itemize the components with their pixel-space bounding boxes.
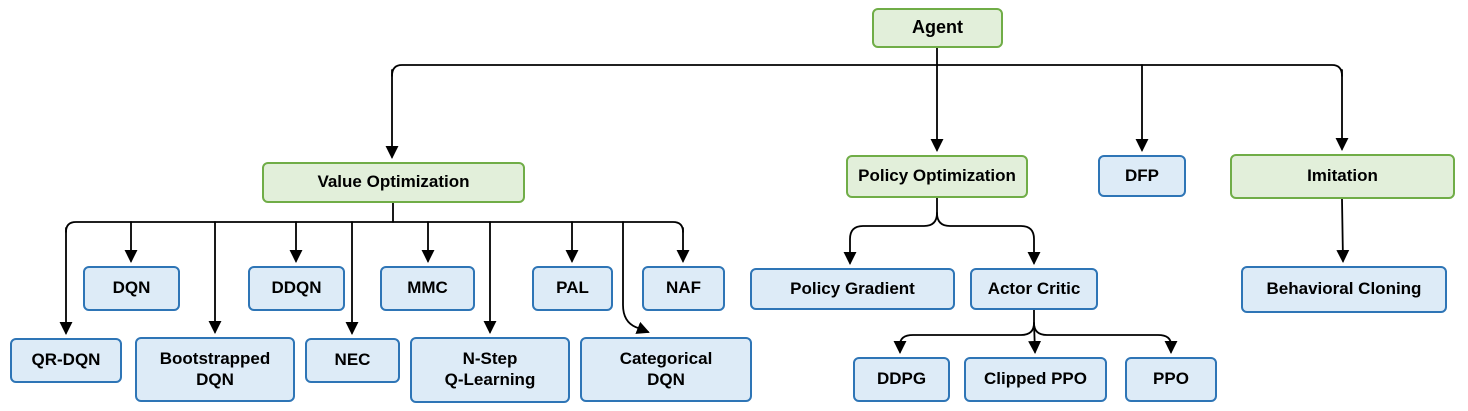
node-value-optimization: Value Optimization [262, 162, 525, 203]
node-nec-label: NEC [334, 350, 371, 370]
node-behavioral-cloning-label: Behavioral Cloning [1266, 279, 1422, 299]
node-pal-label: PAL [556, 278, 589, 298]
edge-actor-critic-ppo [1033, 322, 1178, 354]
edge-policy-optimization-actor-critic [936, 212, 1041, 265]
edge-policy-optimization-policy-gradient [843, 212, 938, 265]
node-dqn-label: DQN [112, 278, 151, 298]
node-qr-dqn-label: QR-DQN [31, 350, 101, 370]
node-categorical-dqn-label: Categorical DQN [619, 348, 713, 389]
node-categorical-dqn: Categorical DQN [580, 337, 752, 402]
edge-agent-rail [391, 64, 1343, 77]
node-policy-optimization: Policy Optimization [846, 155, 1028, 198]
node-imitation: Imitation [1230, 154, 1455, 199]
node-clipped-ppo: Clipped PPO [964, 357, 1107, 402]
node-n-step-q-learning-label: N-Step Q-Learning [444, 349, 536, 389]
node-policy-gradient-label: Policy Gradient [790, 278, 915, 298]
node-policy-gradient: Policy Gradient [750, 268, 955, 310]
node-nec: NEC [305, 338, 400, 383]
edge-value-optimization-rail [65, 221, 684, 233]
node-policy-optimization-label: Policy Optimization [858, 166, 1016, 186]
node-ddqn: DDQN [248, 266, 345, 311]
node-imitation-label: Imitation [1307, 166, 1378, 186]
node-ppo-label: PPO [1153, 369, 1189, 389]
node-ddqn-label: DDQN [271, 278, 322, 298]
node-dfp: DFP [1098, 155, 1186, 197]
node-agent: Agent [872, 8, 1003, 48]
node-clipped-ppo-label: Clipped PPO [984, 369, 1087, 389]
node-naf: NAF [642, 266, 725, 311]
node-actor-critic-label: Actor Critic [987, 278, 1081, 298]
node-behavioral-cloning: Behavioral Cloning [1241, 266, 1447, 313]
node-mmc: MMC [380, 266, 475, 311]
node-dqn: DQN [83, 266, 180, 311]
node-qr-dqn: QR-DQN [10, 338, 122, 383]
node-ppo: PPO [1125, 357, 1217, 402]
edge-imitation-behavioral-cloning [1336, 198, 1350, 263]
node-actor-critic: Actor Critic [970, 268, 1098, 310]
node-pal: PAL [532, 266, 613, 311]
node-dfp-label: DFP [1125, 165, 1159, 185]
node-value-optimization-label: Value Optimization [317, 172, 470, 192]
node-ddpg: DDPG [853, 357, 950, 402]
node-naf-label: NAF [666, 278, 701, 298]
node-agent-label: Agent [912, 17, 963, 38]
edge-value-optimization-categorical-dqn [622, 221, 650, 334]
node-n-step-q-learning: N-Step Q-Learning [410, 337, 570, 403]
node-bootstrapped-dqn-label: Bootstrapped DQN [159, 348, 271, 389]
node-mmc-label: MMC [407, 278, 448, 298]
edge-actor-critic-ddpg [893, 322, 1035, 354]
node-ddpg-label: DDPG [876, 369, 927, 389]
node-bootstrapped-dqn: Bootstrapped DQN [135, 337, 295, 402]
